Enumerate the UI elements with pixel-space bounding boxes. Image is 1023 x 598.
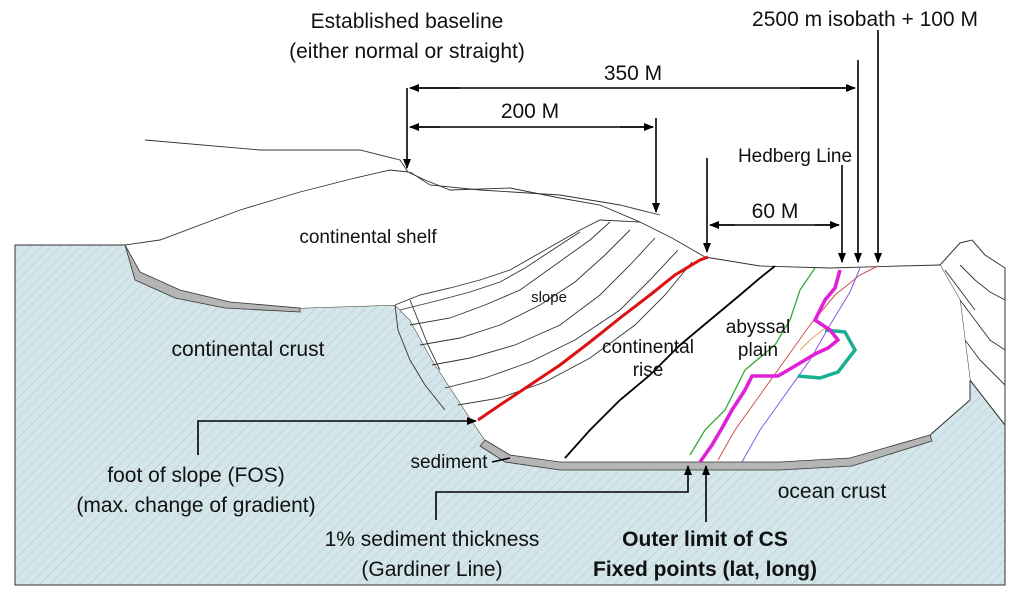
sediment-leader bbox=[491, 457, 511, 463]
continental-rise-label-1: continental bbox=[602, 337, 694, 358]
gardiner-sublabel: (Gardiner Line) bbox=[361, 558, 502, 581]
continental-rise-label-2: rise bbox=[633, 360, 664, 381]
left-valley-hachures bbox=[394, 299, 446, 411]
fos-sublabel: (max. change of gradient) bbox=[76, 494, 315, 517]
slope-top-left bbox=[394, 219, 641, 306]
slope-label: slope bbox=[531, 289, 567, 306]
ocean-crust-label: ocean crust bbox=[778, 480, 887, 503]
shelf-top-edge bbox=[409, 171, 661, 216]
slope-hachures bbox=[399, 221, 693, 406]
hedberg-limit-line bbox=[741, 267, 861, 463]
fixed-points-label: Fixed points (lat, long) bbox=[593, 558, 817, 581]
outer-limit-label: Outer limit of CS bbox=[622, 528, 788, 551]
gardiner-label: 1% sediment thickness bbox=[325, 528, 540, 551]
right-valley-hachures bbox=[944, 264, 1006, 386]
sediment-label: sediment bbox=[410, 452, 488, 473]
shelf-block bbox=[125, 172, 970, 462]
baseline-type-label: (either normal or straight) bbox=[289, 40, 525, 63]
gardiner-line bbox=[689, 267, 816, 456]
shelf-surface bbox=[124, 169, 706, 258]
rise-boundary bbox=[564, 265, 776, 459]
fos-label: foot of slope (FOS) bbox=[107, 464, 284, 487]
dist-200-label: 200 M bbox=[501, 100, 559, 123]
orange-line bbox=[799, 327, 826, 351]
abyssal-plain-label-1: abyssal bbox=[726, 317, 790, 338]
fos-leader-arrow bbox=[197, 417, 477, 455]
hedberg-label: Hedberg Line bbox=[738, 146, 852, 167]
dist-60-label: 60 M bbox=[752, 200, 799, 223]
established-baseline-label: Established baseline bbox=[311, 10, 504, 33]
isobath-line bbox=[797, 328, 858, 380]
continental-shelf-label: continental shelf bbox=[299, 227, 437, 248]
abyssal-plain-label-2: plain bbox=[738, 340, 778, 361]
shelf-far-edge bbox=[144, 139, 409, 173]
outer-limit-line bbox=[698, 269, 842, 464]
isobath-label: 2500 m isobath + 100 M bbox=[752, 8, 978, 31]
gardiner-leader-arrow bbox=[435, 465, 692, 520]
foot-of-slope-line bbox=[477, 255, 709, 422]
continental-crust-label: continental crust bbox=[172, 338, 325, 361]
sediment-bottom bbox=[479, 434, 933, 471]
abyssal-surface bbox=[704, 256, 941, 269]
sediment-left bbox=[124, 244, 301, 313]
dist-350-label: 350 M bbox=[604, 62, 662, 85]
